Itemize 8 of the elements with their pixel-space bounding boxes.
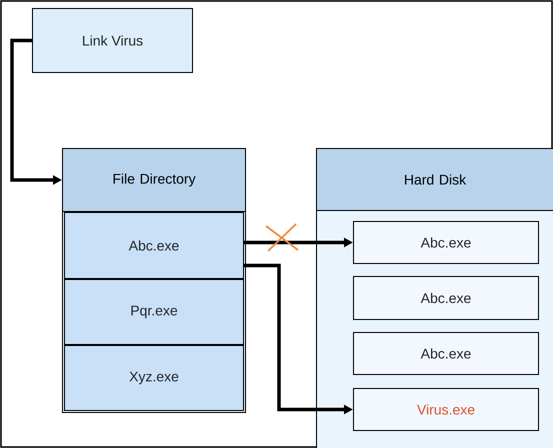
table-cell: Xyz.exe — [64, 345, 244, 411]
table-cell: Abc.exe — [64, 212, 244, 279]
file-box: Abc.exe — [353, 332, 539, 375]
virus-box: Link Virus — [32, 8, 193, 73]
file-box: Abc.exe — [353, 276, 539, 320]
file-box: Abc.exe — [353, 221, 539, 264]
file-box: Virus.exe — [353, 388, 539, 431]
table-cell: Pqr.exe — [64, 279, 244, 345]
